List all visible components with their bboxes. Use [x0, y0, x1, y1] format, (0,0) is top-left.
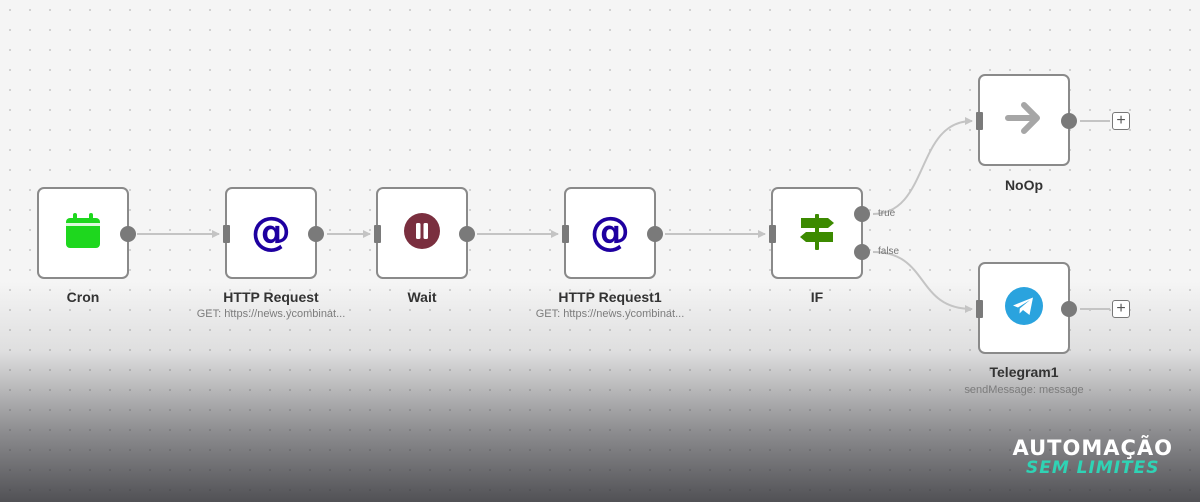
node-wait[interactable] — [374, 187, 475, 279]
output-handle-false[interactable] — [854, 244, 870, 260]
output-handle[interactable] — [1061, 113, 1077, 129]
signpost-icon — [796, 210, 838, 257]
add-node-button[interactable]: + — [1112, 300, 1130, 318]
node-cron[interactable] — [37, 187, 136, 279]
input-handle[interactable] — [374, 225, 381, 243]
node-label-http-request: HTTP Request — [223, 289, 319, 305]
svg-text:@: @ — [590, 209, 630, 253]
node-label-noop: NoOp — [1004, 177, 1044, 193]
node-if[interactable] — [769, 187, 870, 279]
edge-if-false-telegram[interactable] — [872, 251, 973, 313]
node-label-cron: Cron — [66, 289, 100, 305]
node-telegram1[interactable] — [976, 262, 1077, 354]
watermark-line1: AUTOMAÇÃO — [1012, 436, 1173, 460]
output-handle[interactable] — [459, 226, 475, 242]
node-label-if: IF — [810, 289, 824, 305]
node-label-telegram1: Telegram1 — [989, 364, 1059, 380]
output-handle-true[interactable] — [854, 206, 870, 222]
output-handle[interactable] — [120, 226, 136, 242]
watermark-line2: SEM LIMITES — [1025, 458, 1160, 478]
edge-if-true-noop[interactable] — [872, 117, 973, 215]
svg-text:@: @ — [251, 209, 291, 253]
output-handle[interactable] — [1061, 301, 1077, 317]
watermark-logo: AUTOMAÇÃO SEM LIMITES — [1012, 436, 1173, 478]
node-subtitle-http-request1: GET: https://news.ycombinat... — [535, 308, 685, 320]
node-http-request1[interactable]: @ — [562, 187, 663, 279]
input-handle[interactable] — [976, 300, 983, 318]
output-handle[interactable] — [308, 226, 324, 242]
node-label-wait: Wait — [407, 289, 437, 305]
output-handle[interactable] — [647, 226, 663, 242]
pause-icon — [403, 212, 441, 255]
telegram-icon — [1004, 286, 1044, 331]
node-subtitle-telegram1: sendMessage: message — [964, 384, 1084, 396]
output-label-false: false — [878, 246, 900, 257]
arrow-right-icon — [1004, 98, 1044, 143]
add-node-button[interactable]: + — [1112, 112, 1130, 130]
input-handle[interactable] — [562, 225, 569, 243]
node-subtitle-http-request: GET: https://news.ycombinat... — [196, 308, 346, 320]
input-handle[interactable] — [976, 112, 983, 130]
node-label-http-request1: HTTP Request1 — [558, 289, 662, 305]
output-label-true: true — [878, 208, 896, 219]
node-http-request[interactable]: @ — [223, 187, 324, 279]
at-icon: @ — [588, 209, 632, 258]
at-icon: @ — [249, 209, 293, 258]
input-handle[interactable] — [769, 225, 776, 243]
input-handle[interactable] — [223, 225, 230, 243]
node-noop[interactable] — [976, 74, 1077, 166]
calendar-icon — [63, 211, 103, 256]
